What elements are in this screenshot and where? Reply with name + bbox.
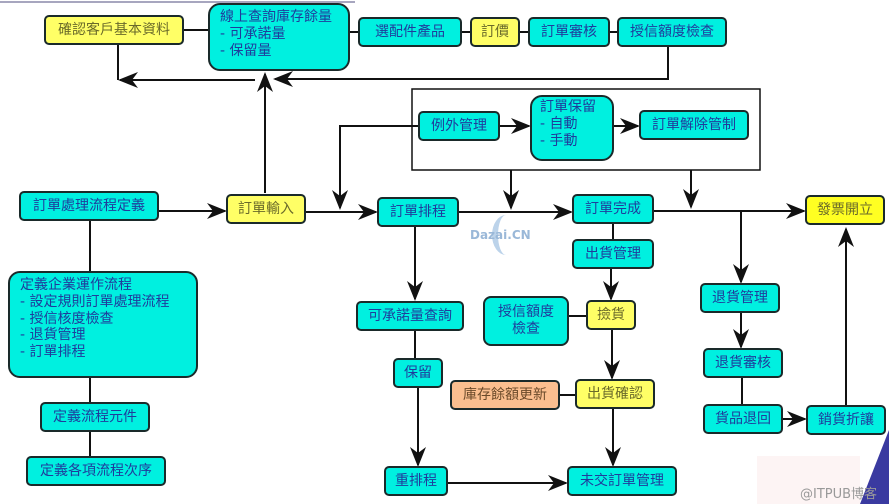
- node-shipping-mgmt: 出貨管理: [572, 239, 654, 269]
- dazai-logo-icon: [492, 215, 520, 255]
- node-enterprise-title: 定義企業運作流程: [20, 277, 132, 293]
- node-order-complete: 訂單完成: [572, 194, 654, 224]
- node-enterprise-item: - 退貨管理: [20, 327, 86, 344]
- node-atp-query: 可承諾量查詢: [356, 301, 464, 331]
- node-order-hold-item: - 手動: [540, 132, 578, 149]
- node-exception-mgmt: 例外管理: [418, 111, 500, 141]
- node-order-entry: 訂單輸入: [226, 194, 306, 224]
- node-enterprise-item: - 設定規則訂單處理流程: [20, 293, 170, 310]
- node-online-query-item: - 可承諾量: [220, 25, 286, 42]
- watermark-background: [757, 456, 860, 504]
- node-confirm-customer: 確認客戶基本資料: [44, 15, 184, 45]
- node-order-hold-item: - 自動: [540, 115, 578, 132]
- node-credit-check: 授信額度檢查: [617, 17, 727, 47]
- node-pricing: 訂價: [470, 17, 520, 47]
- node-order-review: 訂單審核: [528, 17, 610, 47]
- node-picking: 撿貨: [586, 300, 636, 330]
- node-online-query-title: 線上查詢庫存餘量: [220, 9, 332, 25]
- node-open-orders: 未交訂單管理: [567, 466, 677, 496]
- node-order-hold-title: 訂單保留: [540, 99, 596, 115]
- node-credit-check-2-line: 授信額度: [498, 304, 554, 321]
- node-goods-return: 貨品退回: [703, 404, 783, 434]
- node-reschedule: 重排程: [384, 466, 448, 496]
- node-invoice: 發票開立: [805, 195, 885, 225]
- node-credit-check-2-line: 檢查: [512, 321, 540, 337]
- node-return-review: 退貨審核: [703, 348, 783, 378]
- node-hold: 保留: [393, 358, 443, 388]
- dazai-watermark: Dazai.CN: [470, 228, 531, 242]
- node-enterprise-process: 定義企業運作流程 - 設定規則訂單處理流程 - 授信核度檢查 - 退貨管理 - …: [8, 271, 198, 378]
- node-return-mgmt: 退貨管理: [700, 283, 780, 313]
- node-define-elements: 定義流程元件: [40, 402, 150, 432]
- node-order-hold: 訂單保留 - 自動 - 手動: [530, 95, 614, 161]
- node-online-query-item: - 保留量: [220, 42, 272, 59]
- node-define-sequence: 定義各項流程次序: [26, 456, 166, 486]
- itpub-watermark: @ITPUB博客: [800, 487, 878, 502]
- node-credit-check-2: 授信額度 檢查: [483, 296, 569, 346]
- node-order-schedule: 訂單排程: [377, 197, 459, 227]
- node-online-query: 線上查詢庫存餘量 - 可承諾量 - 保留量: [208, 3, 350, 71]
- node-enterprise-item: - 授信核度檢查: [20, 310, 114, 327]
- node-select-parts: 選配件產品: [358, 17, 462, 47]
- node-order-release: 訂單解除管制: [639, 110, 749, 140]
- node-enterprise-item: - 訂單排程: [20, 344, 86, 361]
- node-sales-allowance: 銷貨折讓: [806, 405, 886, 435]
- node-ship-confirm: 出貨確認: [575, 379, 655, 409]
- node-inventory-update: 庫存餘額更新: [450, 380, 560, 410]
- node-order-process-def: 訂單處理流程定義: [19, 191, 159, 221]
